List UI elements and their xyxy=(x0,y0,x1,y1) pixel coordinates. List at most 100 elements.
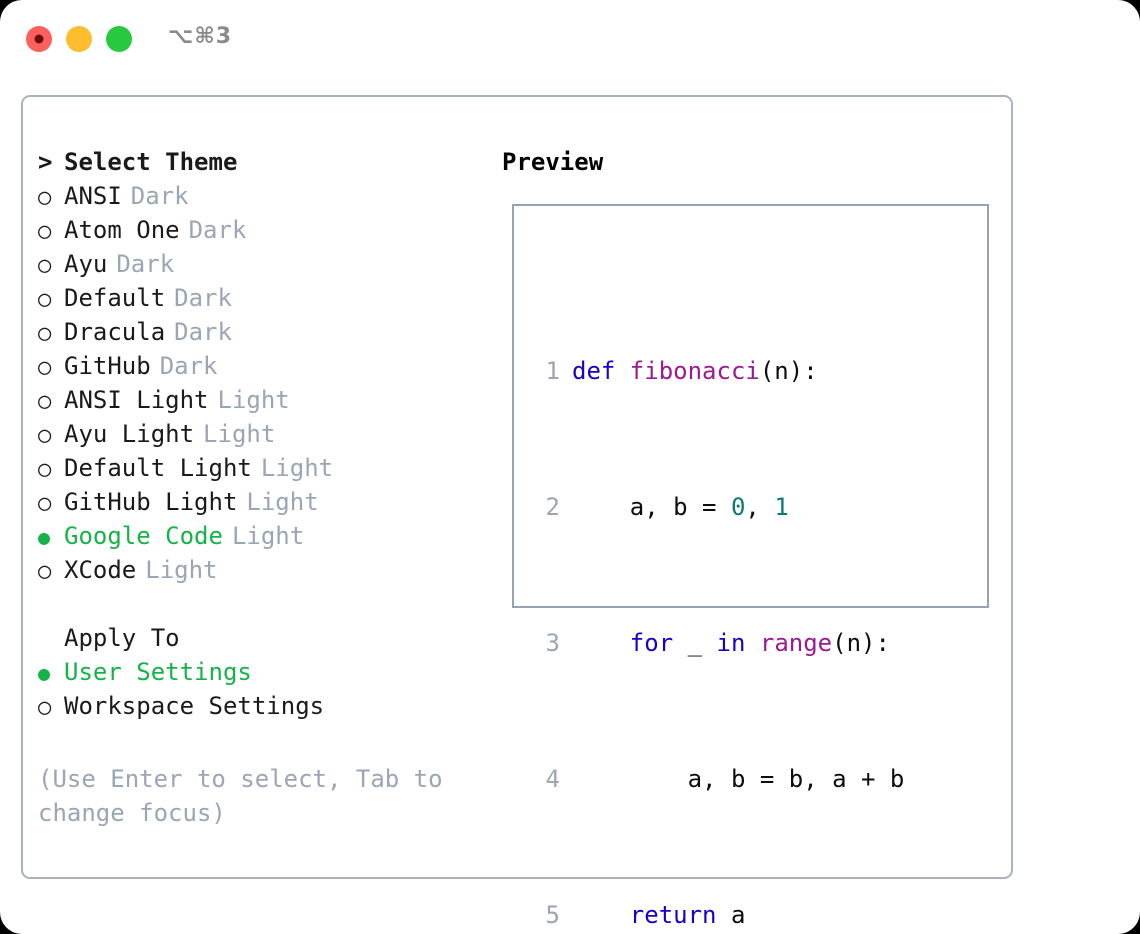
code-token-keyword: for xyxy=(629,629,674,657)
code-token-function: range xyxy=(759,629,833,657)
radio-unselected-icon[interactable]: ○ xyxy=(38,695,52,720)
maximize-window-icon[interactable] xyxy=(106,26,132,52)
preview-title: Preview xyxy=(502,148,604,176)
radio-unselected-icon[interactable]: ○ xyxy=(38,219,52,244)
radio-unselected-icon[interactable]: ○ xyxy=(38,457,52,482)
theme-option-tag: Light xyxy=(145,556,218,584)
code-line: 2 a, b = 0, 1 xyxy=(532,490,933,524)
radio-unselected-icon[interactable]: ○ xyxy=(38,321,52,346)
theme-option-tag: Light xyxy=(231,522,305,550)
apply-to-option-label: User Settings xyxy=(64,658,252,686)
theme-option-ansi-light[interactable]: ○ ANSI Light Light xyxy=(38,383,498,417)
select-theme-title: Select Theme xyxy=(64,148,238,176)
line-number: 4 xyxy=(545,765,560,793)
theme-option-label: Ayu xyxy=(64,250,108,278)
code-token-keyword: def xyxy=(572,357,630,385)
theme-option-tag: Light xyxy=(260,454,334,482)
theme-option-ayu-light[interactable]: ○ Ayu Light Light xyxy=(38,417,498,451)
theme-option-tag: Light xyxy=(217,386,290,414)
theme-option-ansi-dark[interactable]: ○ ANSI Dark xyxy=(38,179,498,213)
theme-option-google-code-light[interactable]: ● Google Code Light xyxy=(38,519,498,553)
preview-column: Preview xyxy=(502,145,1002,179)
radio-unselected-icon[interactable]: ○ xyxy=(38,253,52,278)
radio-unselected-icon[interactable]: ○ xyxy=(38,423,52,448)
theme-option-label: ANSI Light xyxy=(64,386,209,414)
theme-option-label: Google Code xyxy=(64,522,223,550)
list-spacer xyxy=(38,587,498,621)
minimize-window-icon[interactable] xyxy=(66,26,92,52)
theme-option-tag: Dark xyxy=(174,318,232,346)
code-token-keyword: in xyxy=(716,629,746,657)
code-token-keyword: return xyxy=(629,901,717,929)
code-token-plain xyxy=(572,898,630,932)
theme-option-ayu-dark[interactable]: ○ Ayu Dark xyxy=(38,247,498,281)
code-line: 4 a, b = b, a + b xyxy=(532,762,933,796)
theme-option-tag: Dark xyxy=(130,182,189,210)
radio-unselected-icon[interactable]: ○ xyxy=(38,185,52,210)
theme-option-atom-one-dark[interactable]: ○ Atom One Dark xyxy=(38,213,498,247)
theme-option-label: XCode xyxy=(64,556,137,584)
keyboard-hint-text: (Use Enter to select, Tab to change focu… xyxy=(38,765,443,827)
apply-to-title: Apply To xyxy=(64,624,180,652)
theme-option-label: Default Light xyxy=(64,454,252,482)
theme-option-dracula-dark[interactable]: ○ Dracula Dark xyxy=(38,315,498,349)
theme-option-label: Dracula xyxy=(64,318,166,346)
theme-option-tag: Light xyxy=(246,488,319,516)
theme-option-xcode-light[interactable]: ○ XCode Light xyxy=(38,553,498,587)
theme-option-label: Atom One xyxy=(64,216,180,244)
theme-option-label: GitHub xyxy=(64,352,151,380)
line-number: 5 xyxy=(545,901,560,929)
theme-option-tag: Dark xyxy=(188,216,247,244)
prompt-caret-icon: > xyxy=(38,148,53,176)
apply-to-option-user-settings[interactable]: ● User Settings xyxy=(38,655,498,689)
line-number: 2 xyxy=(545,493,560,521)
radio-selected-icon[interactable]: ● xyxy=(38,525,51,549)
code-token-plain xyxy=(572,626,630,660)
code-token-plain: a xyxy=(716,901,746,929)
line-number: 1 xyxy=(545,357,560,385)
code-token-number: 1 xyxy=(774,493,789,521)
code-token-plain: (n): xyxy=(759,357,818,385)
line-number: 3 xyxy=(545,629,560,657)
theme-option-tag: Dark xyxy=(116,250,175,278)
theme-option-tag: Dark xyxy=(159,352,218,380)
theme-option-tag: Light xyxy=(203,420,276,448)
radio-unselected-icon[interactable]: ○ xyxy=(38,355,52,380)
code-token-plain: a, b = b, a + b xyxy=(572,765,905,793)
close-window-icon[interactable] xyxy=(26,26,52,52)
theme-option-github-dark[interactable]: ○ GitHub Dark xyxy=(38,349,498,383)
keyboard-shortcut-label: ⌥⌘3 xyxy=(168,24,233,49)
apply-to-option-workspace-settings[interactable]: ○ Workspace Settings xyxy=(38,689,498,723)
apply-to-option-label: Workspace Settings xyxy=(64,692,325,720)
radio-unselected-icon[interactable]: ○ xyxy=(38,287,52,312)
theme-option-label: Default xyxy=(64,284,166,312)
blank-marker-icon: ○ xyxy=(38,623,64,657)
radio-selected-icon[interactable]: ● xyxy=(38,661,51,685)
radio-unselected-icon[interactable]: ○ xyxy=(38,559,52,584)
theme-option-github-light[interactable]: ○ GitHub Light Light xyxy=(38,485,498,519)
code-line: 5 return a xyxy=(532,898,933,932)
code-token-plain: , xyxy=(745,493,775,521)
code-token-plain xyxy=(745,626,759,660)
code-line: 3 for _ in range(n): xyxy=(532,626,933,660)
traffic-light-controls xyxy=(26,26,132,52)
radio-unselected-icon[interactable]: ○ xyxy=(38,389,52,414)
code-token-plain: _ xyxy=(673,629,717,657)
code-token-plain: a, b = xyxy=(572,493,731,521)
radio-unselected-icon[interactable]: ○ xyxy=(38,491,52,516)
theme-option-default-light[interactable]: ○ Default Light Light xyxy=(38,451,498,485)
select-theme-header: > Select Theme xyxy=(38,145,498,179)
apply-to-header: ○Apply To xyxy=(38,621,498,655)
theme-option-label: ANSI xyxy=(64,182,122,210)
theme-option-label: Ayu Light xyxy=(64,420,195,448)
theme-option-label: GitHub Light xyxy=(64,488,238,516)
theme-option-tag: Dark xyxy=(174,284,232,312)
code-token-plain: (n): xyxy=(832,629,890,657)
theme-option-default-dark[interactable]: ○ Default Dark xyxy=(38,281,498,315)
